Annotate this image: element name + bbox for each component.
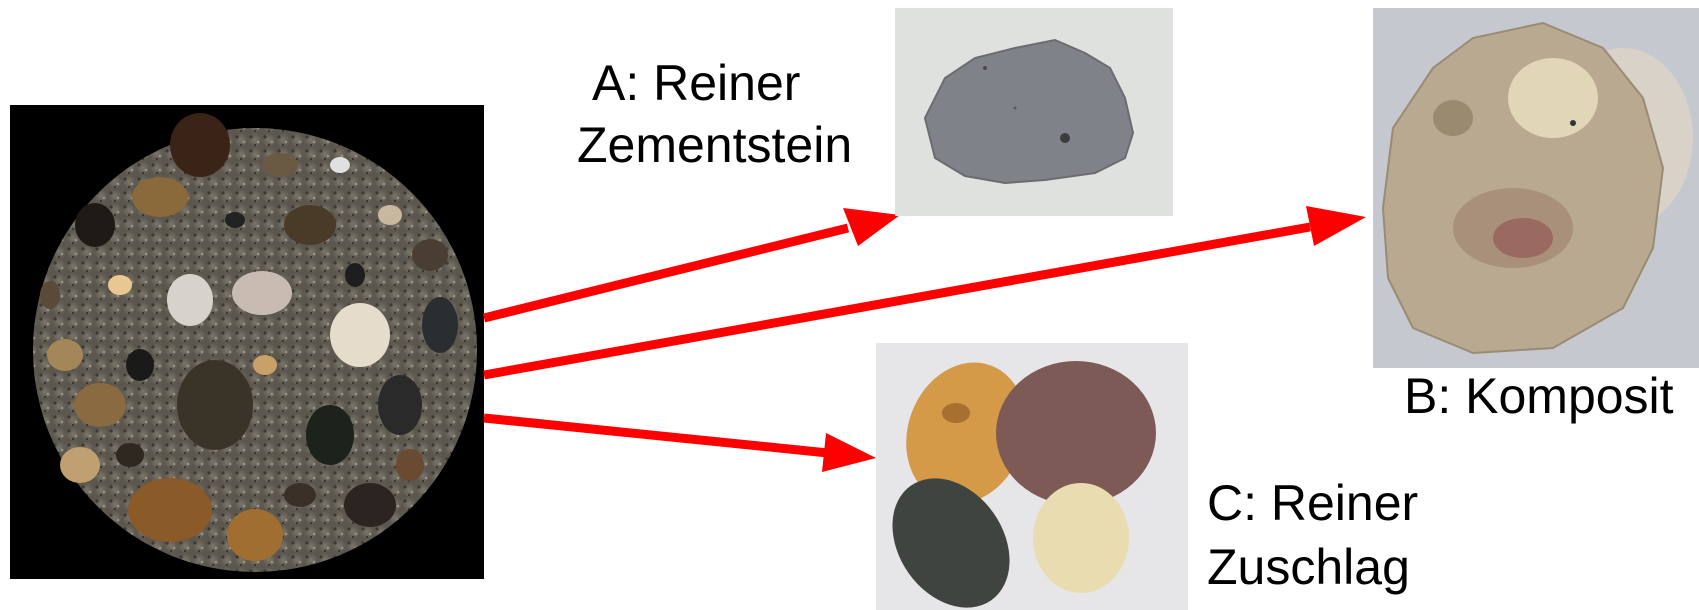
aggregate-image bbox=[876, 343, 1188, 610]
composite-image bbox=[1373, 8, 1699, 368]
arrow-to-c bbox=[484, 418, 876, 472]
label-a-line1: A: Reiner bbox=[592, 52, 800, 114]
cement-stone-image bbox=[895, 8, 1173, 216]
arrow-to-a bbox=[484, 208, 900, 318]
label-a-line2: Zementstein bbox=[577, 114, 852, 176]
label-c-line1: C: Reiner bbox=[1207, 472, 1418, 534]
label-b: B: Komposit bbox=[1404, 365, 1674, 427]
label-c-line2: Zuschlag bbox=[1207, 536, 1410, 598]
